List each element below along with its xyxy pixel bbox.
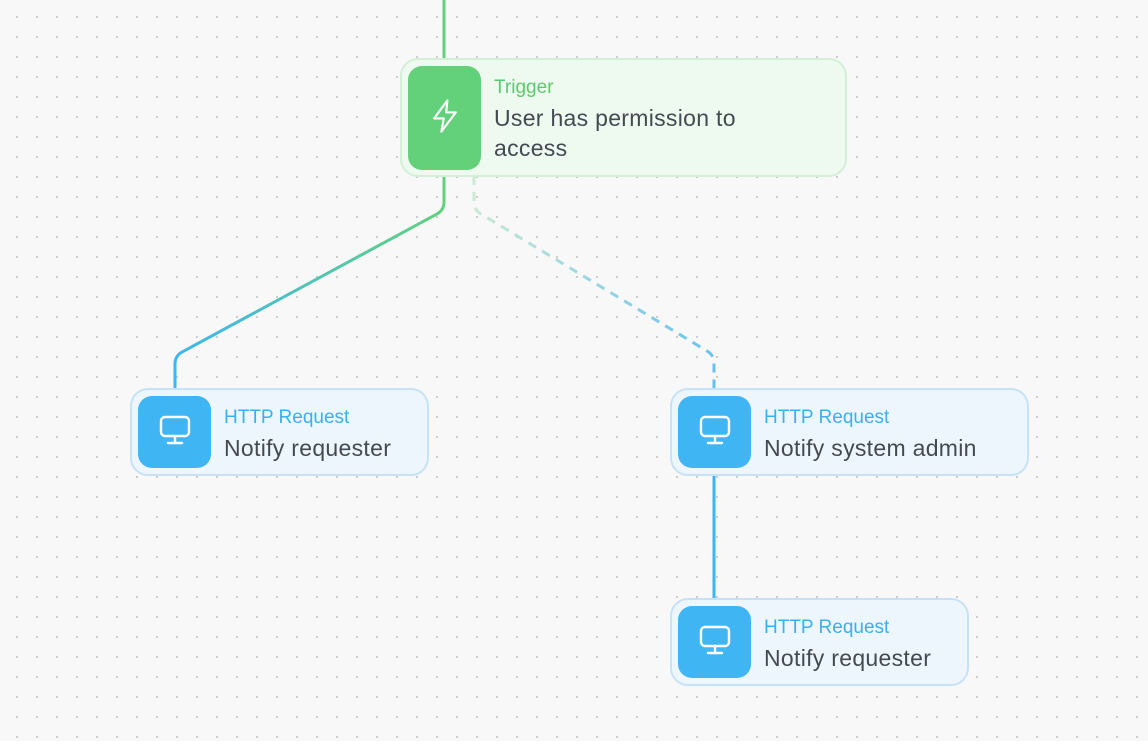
monitor-icon xyxy=(158,414,192,451)
node-type-label: HTTP Request xyxy=(764,407,890,428)
http-request-node-notify-system-admin[interactable]: HTTP Request Notify system admin xyxy=(670,388,1029,476)
monitor-icon xyxy=(698,624,732,661)
lightning-bolt-icon xyxy=(430,98,460,139)
edge-trigger-to-notify-system-admin xyxy=(472,176,716,392)
node-type-label: HTTP Request xyxy=(764,617,890,638)
http-icon-tile xyxy=(678,396,751,468)
node-title: Notify system admin xyxy=(764,435,977,461)
http-icon-tile xyxy=(138,396,211,468)
node-title: Notify requester xyxy=(764,645,932,671)
trigger-icon-tile xyxy=(408,66,481,170)
edge-trigger-to-notify-requester xyxy=(173,170,446,394)
http-icon-tile xyxy=(678,606,751,678)
http-request-node-notify-requester[interactable]: HTTP Request Notify requester xyxy=(130,388,429,476)
node-type-label: HTTP Request xyxy=(224,407,350,428)
http-request-node-notify-requester-2[interactable]: HTTP Request Notify requester xyxy=(670,598,969,686)
node-title: Notify requester xyxy=(224,435,392,461)
node-type-label: Trigger xyxy=(494,77,554,98)
monitor-icon xyxy=(698,414,732,451)
node-title: User has permission to access xyxy=(494,105,736,161)
trigger-node[interactable]: Trigger User has permission to access xyxy=(400,58,847,177)
